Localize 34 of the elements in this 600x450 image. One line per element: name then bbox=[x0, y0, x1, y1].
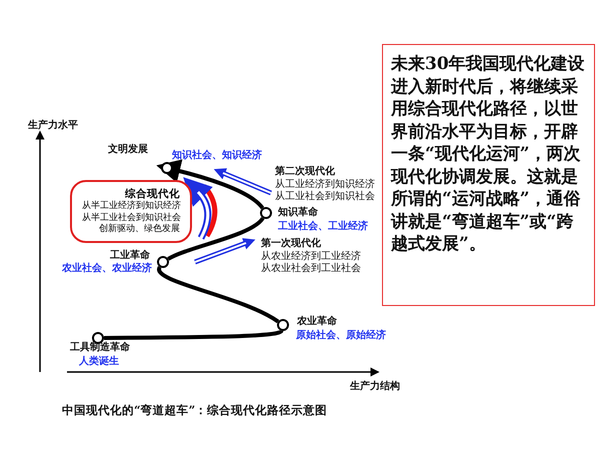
path-curve bbox=[104, 329, 283, 340]
note-text: 从农业社会到工业社会 bbox=[261, 263, 361, 275]
point-marker bbox=[157, 256, 169, 268]
box-title: 综合现代化 bbox=[124, 187, 180, 200]
rounded-box bbox=[70, 180, 192, 242]
society-label: 人类诞生 bbox=[79, 356, 119, 368]
path-curve bbox=[156, 159, 264, 210]
society-label: 原始社会、原始经济 bbox=[296, 330, 386, 342]
society-label: 工业社会、工业经济 bbox=[278, 221, 368, 233]
stage-label: 农业革命 bbox=[297, 316, 337, 328]
note-text: 从农业经济到工业经济 bbox=[261, 251, 361, 262]
box-text: 从半工业社会到知识社会 bbox=[82, 212, 180, 224]
society-label: 农业社会、农业经济 bbox=[62, 263, 152, 275]
axis-label: 生产力结构 bbox=[350, 381, 400, 393]
society-label: 知识社会、知识经济 bbox=[172, 150, 262, 162]
path-curve bbox=[167, 216, 264, 261]
axis-label: 生产力水平 bbox=[28, 120, 78, 132]
paragraph: 未来30年我国现代化建设进入新时代后，将继续采用综合现代化路径，以世界前沿水平为目标，开辟一条“现代化运河”，两次现代化协调发展。这就是所谓的“运河战略”，通俗讲就是“弯道超车”或“跨越式发展”。 bbox=[391, 53, 586, 256]
point-marker bbox=[277, 319, 289, 331]
note-text: 从工业社会到知识社会 bbox=[275, 191, 375, 203]
note-text: 从工业经济到知识经济 bbox=[275, 179, 375, 190]
text-panel bbox=[382, 44, 595, 306]
box-text: 创新驱动、绿色发展 bbox=[98, 224, 180, 236]
caption: 中国现代化的“弯道超车”：综合现代化路径示意图 bbox=[62, 404, 328, 416]
stage-label: 文明发展 bbox=[108, 144, 148, 156]
box-text: 从半工业经济到知识经济 bbox=[82, 201, 180, 212]
stage-label: 知识革命 bbox=[278, 207, 318, 219]
point-marker bbox=[260, 207, 272, 219]
stage-label: 工具制造革命 bbox=[70, 342, 130, 354]
stage-label: 工业革命 bbox=[110, 250, 150, 262]
point-marker bbox=[161, 162, 173, 174]
heading: 第一次现代化 bbox=[261, 238, 321, 250]
path-curve bbox=[157, 266, 280, 324]
heading: 第二次现代化 bbox=[275, 166, 335, 178]
